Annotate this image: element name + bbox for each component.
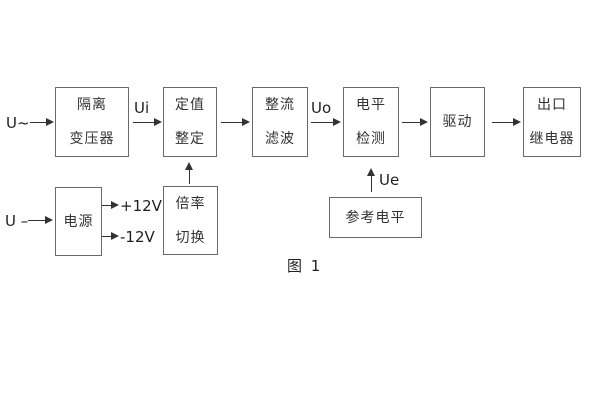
arrow-uo-shaft	[311, 122, 334, 123]
arrow-setting-to-rectify-head-icon	[242, 118, 250, 126]
block-label-line: 定值	[175, 97, 205, 113]
block-label-line: 继电器	[529, 131, 575, 147]
arrow-neg12v-head-icon	[111, 232, 119, 240]
rail-pos12v-label: +12V	[120, 197, 162, 215]
block-reference-level: 参考电平	[329, 197, 422, 238]
arrow-level-to-drive-head-icon	[420, 118, 428, 126]
block-rectify-filter: 整流 滤波	[252, 87, 308, 157]
block-output-relay: 出口 继电器	[523, 87, 581, 157]
arrow-drive-to-relay-shaft	[492, 122, 514, 123]
block-label-line: 变压器	[69, 131, 115, 147]
signal-ue-label: Ue	[379, 171, 400, 189]
block-label-line: 驱动	[442, 114, 473, 130]
block-label-line: 电平	[356, 97, 386, 113]
block-label-line: 出口	[537, 97, 567, 113]
block-level-detection: 电平 检测	[343, 87, 399, 157]
block-isolation-transformer: 隔离 变压器	[55, 87, 129, 157]
signal-ui-label: Ui	[134, 99, 150, 117]
block-ratio-switch: 倍率 切换	[163, 186, 218, 255]
arrow-ratio-to-setting-head-icon	[185, 162, 193, 170]
block-label-line: 切换	[175, 229, 206, 246]
block-label-line: 倍率	[175, 195, 206, 212]
block-label-line: 检测	[356, 131, 386, 147]
arrow-ac-input-head-icon	[46, 118, 54, 126]
arrow-drive-to-relay-head-icon	[513, 118, 521, 126]
block-label-line: 整定	[175, 131, 205, 147]
input-ac-label: U~	[6, 114, 30, 132]
arrow-setting-to-rectify-shaft	[221, 122, 243, 123]
arrow-dc-input-head-icon	[45, 216, 53, 224]
block-label-line: 参考电平	[345, 209, 406, 226]
block-value-setting: 定值 整定	[163, 87, 217, 157]
block-label-line: 隔离	[77, 97, 107, 113]
arrow-ac-input-shaft	[30, 122, 47, 123]
block-power-supply: 电源	[55, 187, 102, 256]
block-label-line: 整流	[265, 97, 295, 113]
arrow-uo-head-icon	[333, 118, 341, 126]
arrow-ui-shaft	[133, 122, 155, 123]
arrow-ui-head-icon	[154, 118, 162, 126]
arrow-dc-input-shaft	[28, 220, 46, 221]
arrow-pos12v-head-icon	[111, 201, 119, 209]
rail-neg12v-label: -12V	[120, 228, 155, 246]
input-dc-label: U –	[5, 212, 29, 230]
arrow-level-to-drive-shaft	[402, 122, 421, 123]
figure-caption: 图 1	[287, 257, 323, 275]
block-drive: 驱动	[430, 87, 485, 157]
block-label-line: 滤波	[265, 131, 295, 147]
arrow-neg12v-shaft	[102, 236, 112, 237]
block-label-line: 电源	[63, 213, 94, 230]
arrow-ratio-to-setting-shaft	[189, 169, 190, 184]
arrow-pos12v-shaft	[102, 205, 112, 206]
signal-uo-label: Uo	[311, 99, 332, 117]
arrow-ue-shaft	[371, 175, 372, 192]
arrow-ue-head-icon	[367, 168, 375, 176]
